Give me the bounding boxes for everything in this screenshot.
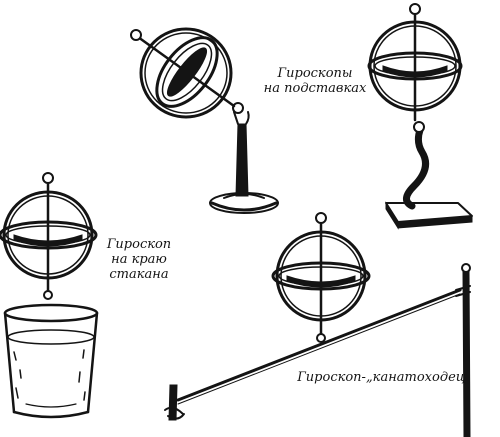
caption-line: Гироскоп-„канатоходец" <box>297 370 471 385</box>
caption-line: на подставках <box>263 81 367 96</box>
gyroscope-tightrope <box>164 212 471 437</box>
upright-gyroscope-on-stand <box>367 3 473 230</box>
gyroscope-on-glass <box>0 172 99 419</box>
caption-gyroscopes-on-stands: Гироскопы на подставках <box>262 66 368 96</box>
caption-line: Гироскопы <box>277 66 353 81</box>
tilted-gyroscope-on-stand <box>130 27 279 214</box>
caption-line: Гироскоп <box>106 237 172 252</box>
caption-line: стакана <box>109 267 169 282</box>
caption-tightrope-gyroscope: Гироскоп-„канатоходец" <box>294 370 474 385</box>
caption-line: на краю <box>111 252 167 267</box>
caption-gyroscope-on-glass: Гироскоп на краю стакана <box>100 237 178 282</box>
